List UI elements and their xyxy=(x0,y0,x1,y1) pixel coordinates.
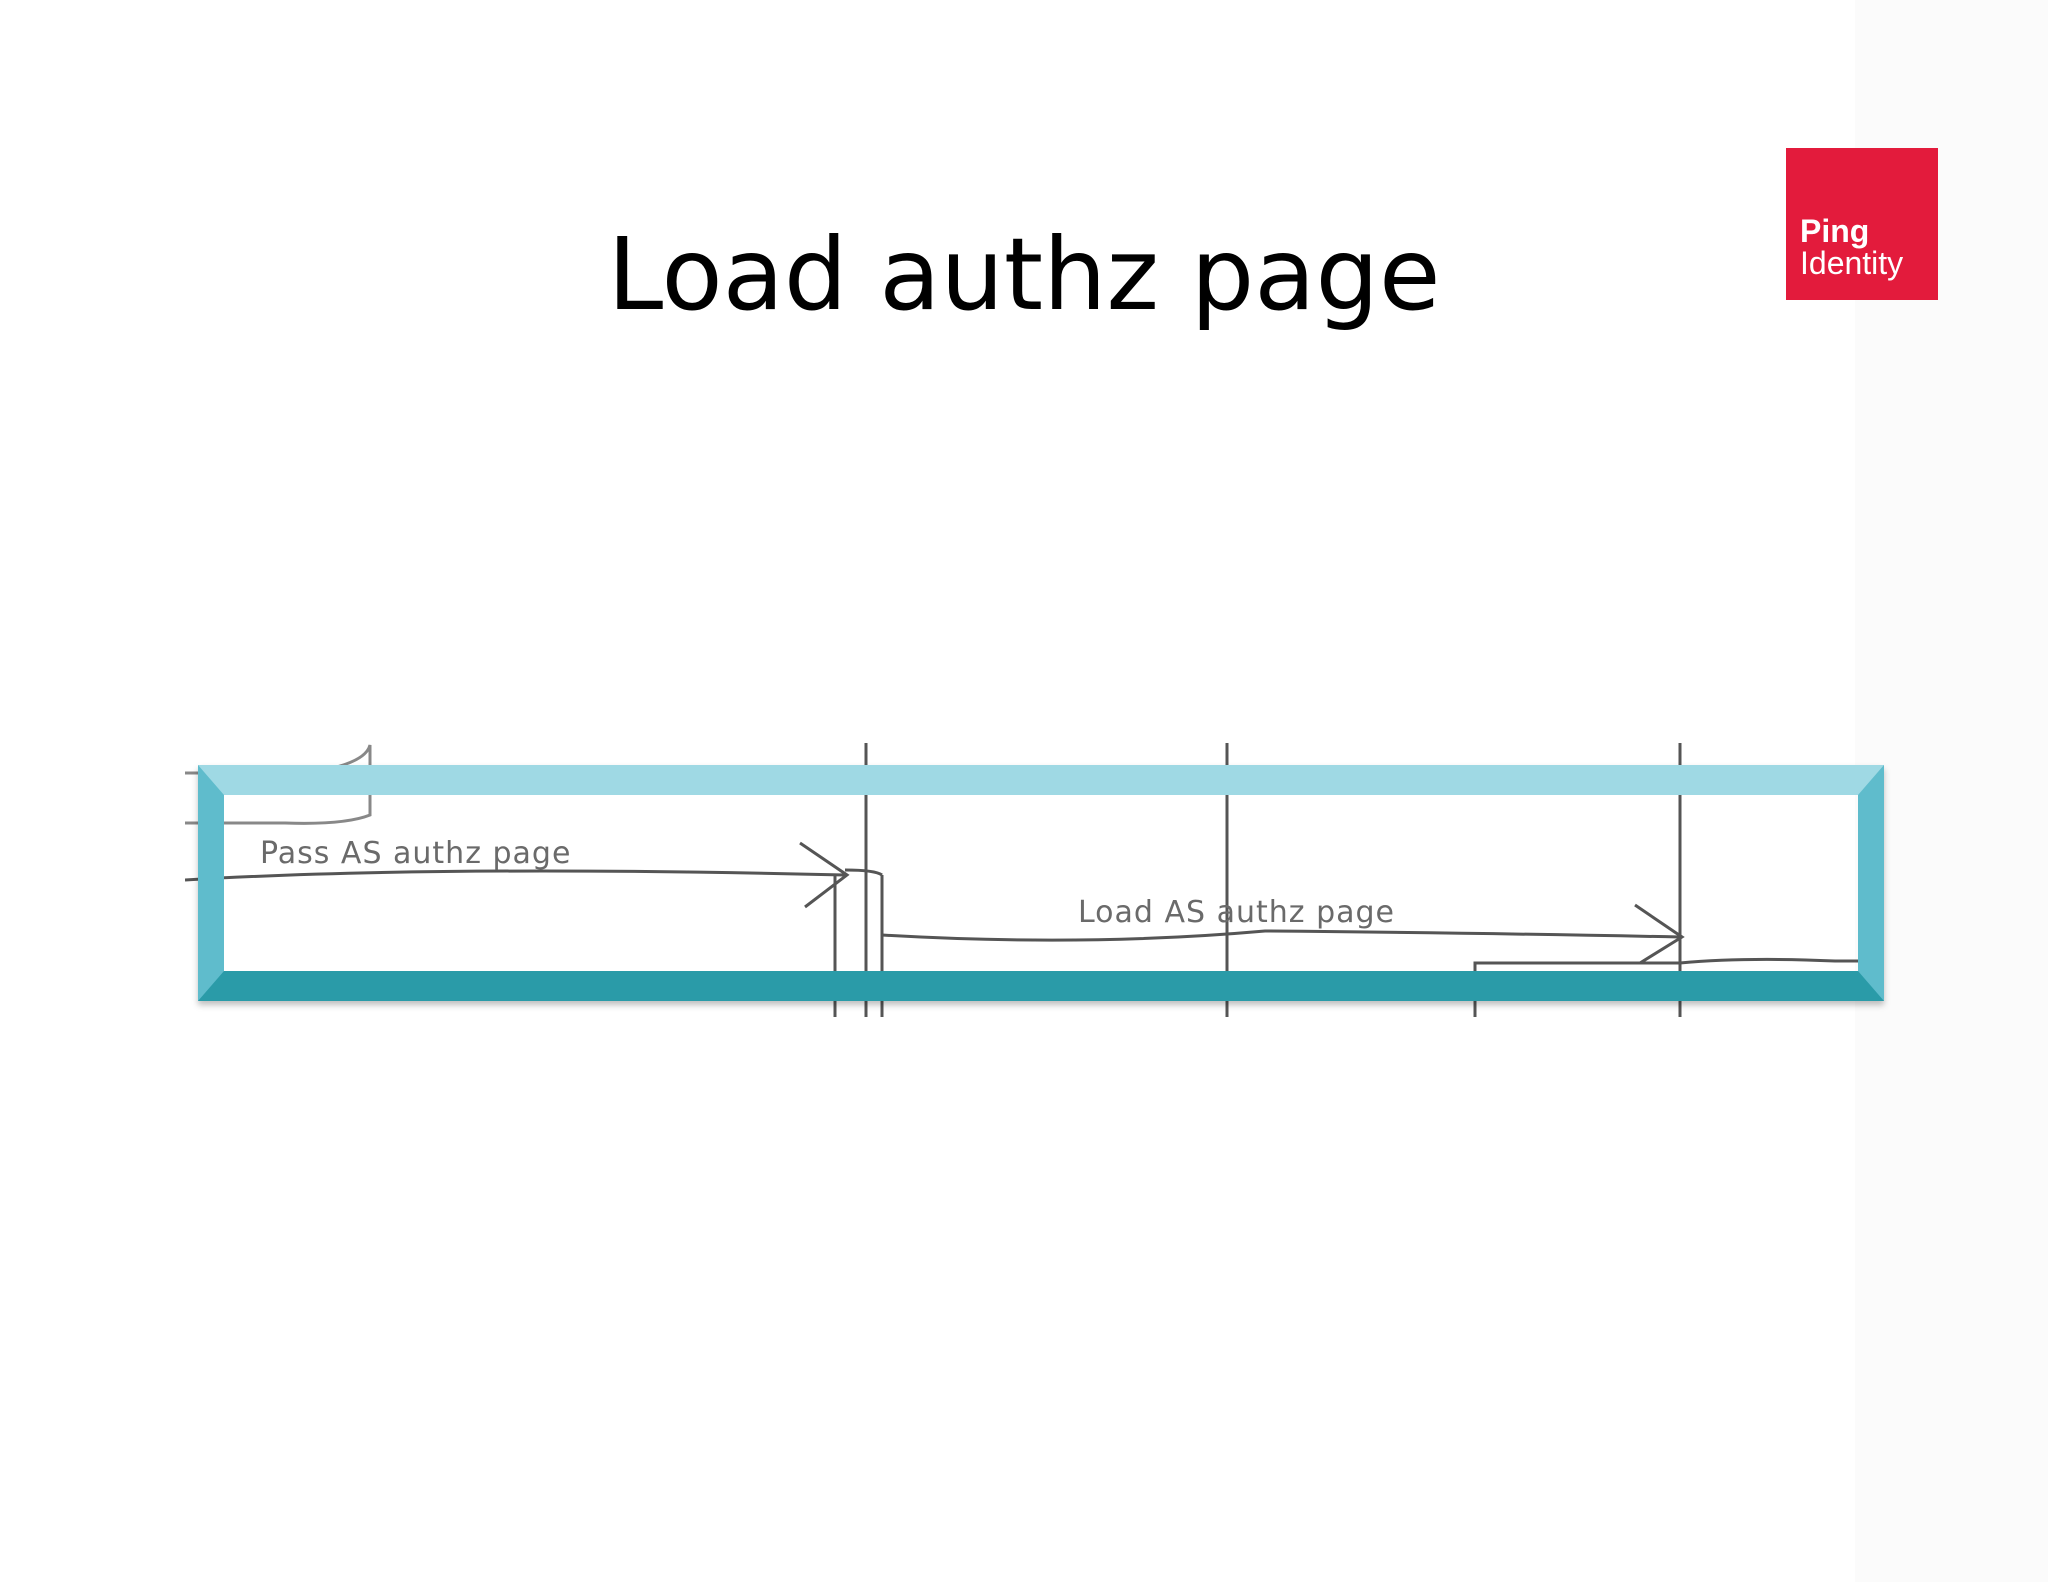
message-label-pass-authz: Pass AS authz page xyxy=(260,836,572,871)
message-label-load-authz: Load AS authz page xyxy=(1078,895,1395,930)
arrow-load-authz xyxy=(881,929,1681,942)
highlight-frame xyxy=(198,765,1884,1001)
arrow-pass-authz xyxy=(185,869,846,882)
arrowhead-1 xyxy=(799,841,850,909)
ping-identity-logo: Ping Identity xyxy=(1786,148,1938,300)
logo-text-ping: Ping xyxy=(1800,213,1870,249)
partial-box-right xyxy=(1473,957,1860,1017)
arrowhead-2 xyxy=(1634,903,1685,965)
sequence-diagram-excerpt: Pass AS authz page Load AS authz page xyxy=(185,735,1884,1025)
slide-title: Load authz page xyxy=(607,216,1441,333)
logo-text-identity: Identity xyxy=(1800,245,1904,281)
